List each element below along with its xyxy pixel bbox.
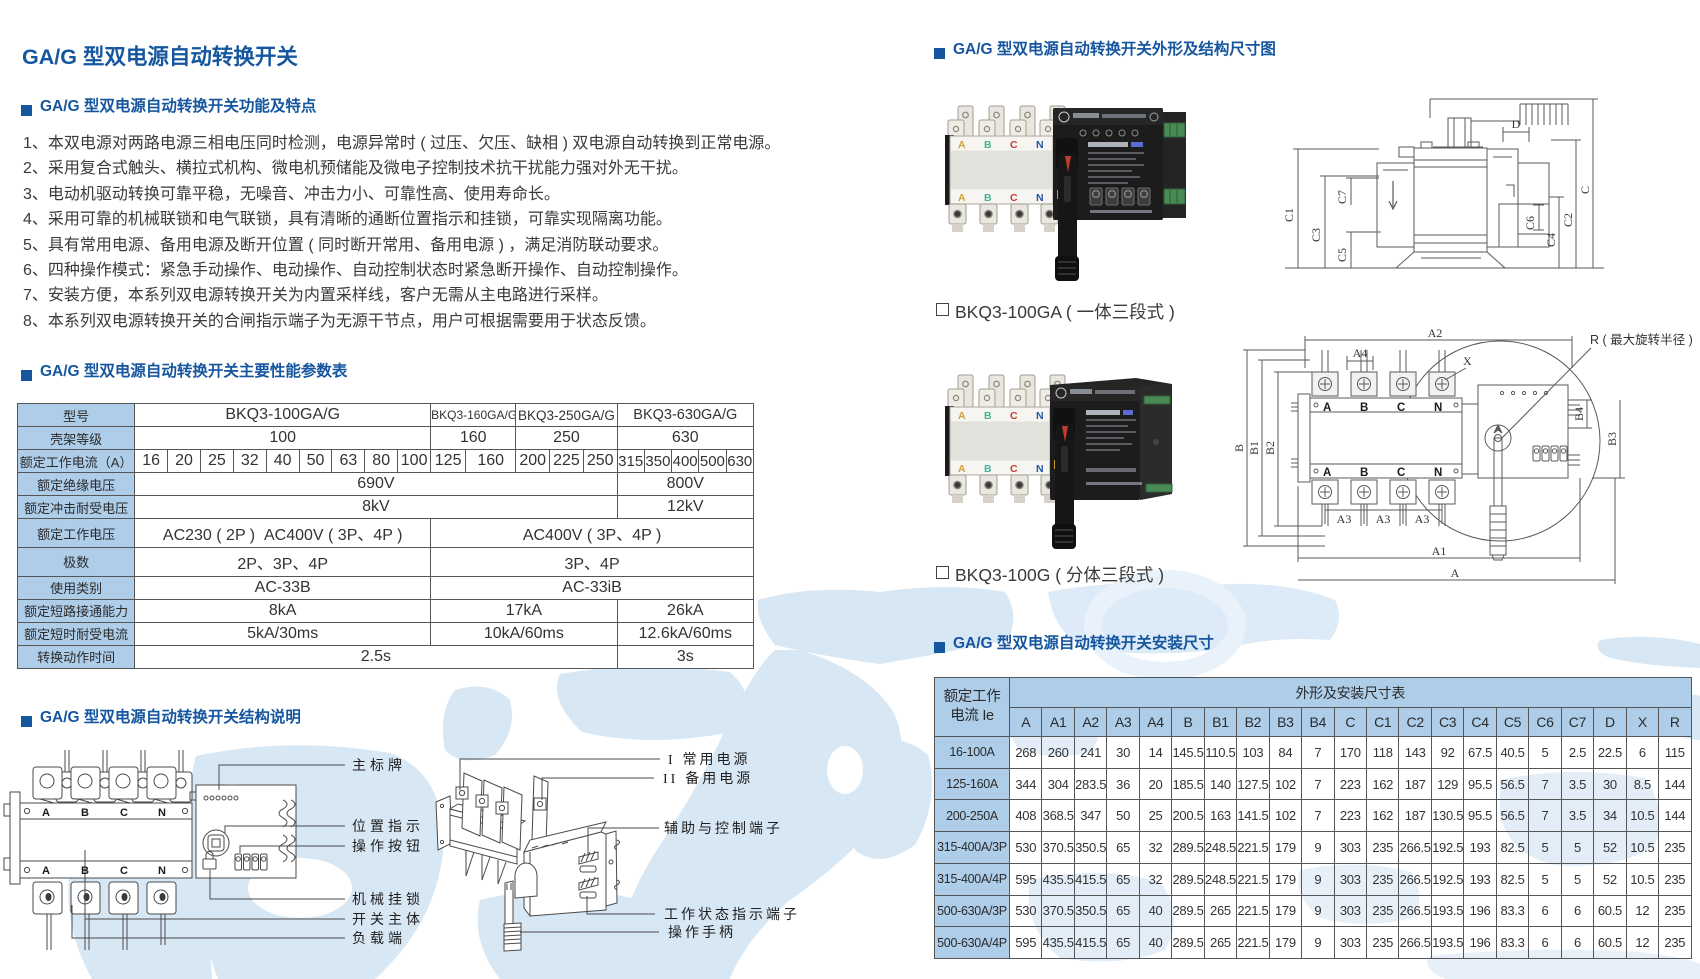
svg-text:A2: A2 bbox=[1428, 328, 1443, 340]
svg-text:II 备用电源: II 备用电源 bbox=[663, 770, 753, 787]
svg-text:位置指示: 位置指示 bbox=[352, 818, 424, 834]
svg-text:C: C bbox=[1010, 192, 1018, 204]
svg-text:B: B bbox=[1360, 467, 1368, 479]
svg-text:A: A bbox=[1451, 566, 1460, 580]
svg-text:R ( 最大旋转半径 ): R ( 最大旋转半径 ) bbox=[1590, 332, 1693, 347]
svg-text:N: N bbox=[1036, 463, 1044, 475]
svg-text:N: N bbox=[1434, 402, 1442, 414]
svg-text:A3: A3 bbox=[1337, 512, 1352, 526]
svg-text:B: B bbox=[984, 463, 992, 475]
svg-text:负载端: 负载端 bbox=[352, 930, 406, 946]
svg-text:B: B bbox=[1360, 402, 1368, 414]
svg-text:A: A bbox=[958, 139, 966, 151]
svg-text:C7: C7 bbox=[1335, 190, 1349, 204]
svg-text:C: C bbox=[1010, 139, 1018, 151]
svg-text:A: A bbox=[958, 463, 966, 475]
svg-text:D: D bbox=[1512, 117, 1521, 131]
svg-text:C: C bbox=[1397, 402, 1405, 414]
svg-text:A: A bbox=[1323, 402, 1331, 414]
svg-text:A: A bbox=[1323, 467, 1331, 479]
svg-text:A: A bbox=[958, 192, 966, 204]
svg-text:C3: C3 bbox=[1309, 228, 1323, 242]
svg-text:N: N bbox=[1036, 139, 1044, 151]
svg-text:C5: C5 bbox=[1335, 248, 1349, 262]
svg-text:A: A bbox=[42, 865, 50, 877]
svg-text:B: B bbox=[1235, 444, 1246, 452]
svg-text:A: A bbox=[958, 410, 966, 422]
svg-text:开关主体: 开关主体 bbox=[352, 911, 424, 927]
svg-text:操作手柄: 操作手柄 bbox=[668, 924, 736, 940]
svg-text:机械挂锁: 机械挂锁 bbox=[352, 891, 424, 907]
svg-text:C2: C2 bbox=[1561, 213, 1575, 227]
svg-text:C: C bbox=[120, 807, 128, 819]
svg-text:B: B bbox=[984, 410, 992, 422]
svg-text:N: N bbox=[1036, 410, 1044, 422]
svg-text:N: N bbox=[1434, 467, 1442, 479]
svg-text:B2: B2 bbox=[1263, 441, 1277, 455]
svg-text:A3: A3 bbox=[1376, 512, 1391, 526]
svg-text:B: B bbox=[81, 807, 89, 819]
svg-text:B: B bbox=[984, 139, 992, 151]
svg-text:主标牌: 主标牌 bbox=[352, 757, 406, 773]
svg-text:B1: B1 bbox=[1247, 441, 1261, 455]
svg-text:C4: C4 bbox=[1544, 233, 1558, 247]
svg-text:N: N bbox=[1036, 192, 1044, 204]
svg-text:C: C bbox=[1578, 186, 1592, 194]
svg-text:辅助与控制端子: 辅助与控制端子 bbox=[664, 820, 783, 836]
svg-text:操作按钮: 操作按钮 bbox=[352, 838, 424, 854]
svg-text:C: C bbox=[1397, 467, 1405, 479]
svg-text:C: C bbox=[1010, 463, 1018, 475]
svg-text:B: B bbox=[984, 192, 992, 204]
svg-text:C: C bbox=[1010, 410, 1018, 422]
svg-text:A1: A1 bbox=[1432, 544, 1447, 558]
svg-text:B3: B3 bbox=[1605, 432, 1619, 446]
svg-text:C: C bbox=[120, 865, 128, 877]
svg-text:X: X bbox=[1463, 354, 1472, 368]
svg-text:A3: A3 bbox=[1415, 512, 1430, 526]
svg-text:工作状态指示端子: 工作状态指示端子 bbox=[664, 906, 800, 922]
svg-text:C6: C6 bbox=[1523, 216, 1537, 230]
svg-text:B4: B4 bbox=[1572, 407, 1586, 421]
svg-text:A: A bbox=[42, 807, 50, 819]
svg-text:N: N bbox=[158, 807, 166, 819]
svg-text:B: B bbox=[81, 865, 89, 877]
svg-text:I 常用电源: I 常用电源 bbox=[668, 751, 751, 768]
svg-text:C1: C1 bbox=[1282, 208, 1296, 222]
svg-text:A4: A4 bbox=[1353, 346, 1368, 360]
svg-text:N: N bbox=[158, 865, 166, 877]
